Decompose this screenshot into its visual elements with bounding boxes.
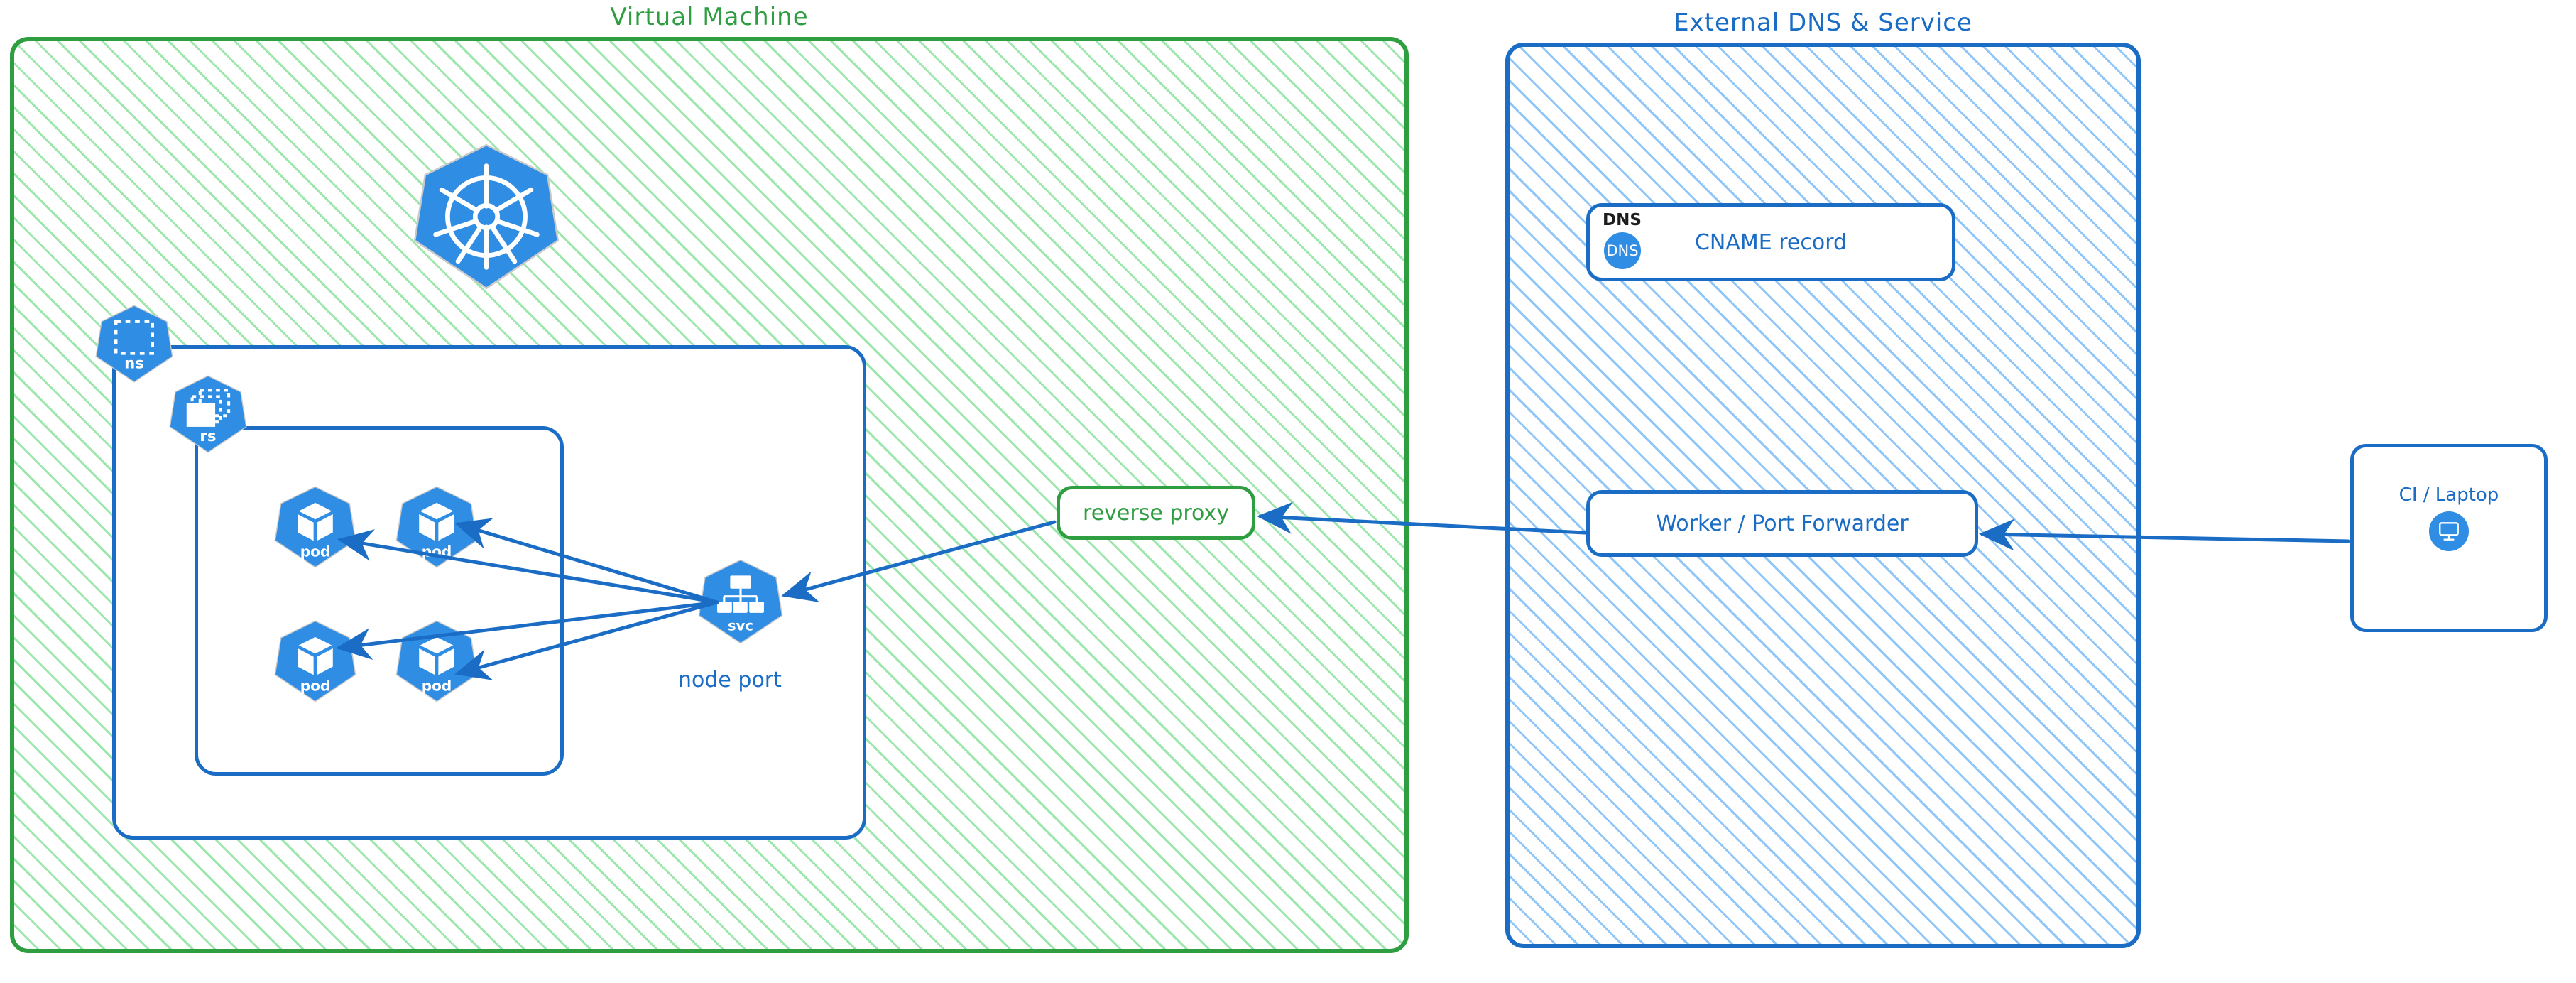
cname-record-label: CNAME record: [1694, 229, 1848, 255]
pod-node-4-label: pod: [422, 677, 452, 694]
worker-port-forwarder-label: Worker / Port Forwarder: [1656, 511, 1909, 536]
group-title-virtual-machine: Virtual Machine: [610, 3, 809, 31]
replicaset-boundary: [195, 426, 564, 776]
dns-card-tag: DNS: [1603, 211, 1642, 229]
dns-badge-icon: DNS: [1604, 232, 1641, 269]
group-title-external-dns-service: External DNS & Service: [1674, 9, 1972, 37]
pod-node-3-label: pod: [300, 677, 330, 694]
pod-node-3: pod: [273, 619, 357, 703]
node-port-caption: node port: [678, 668, 782, 693]
pod-node-1-label: pod: [300, 543, 330, 560]
pod-node-2-label: pod: [422, 543, 452, 560]
desktop-monitor-icon: [2429, 511, 2469, 551]
service-node: svc: [697, 558, 784, 645]
reverse-proxy-label: reverse proxy: [1083, 500, 1229, 526]
pod-node-4: pod: [395, 619, 479, 703]
reverse-proxy-box[interactable]: reverse proxy: [1057, 486, 1255, 540]
namespace-badge: ns: [94, 304, 174, 384]
pod-node-1: pod: [273, 485, 357, 569]
ci-laptop-box[interactable]: CI / Laptop: [2350, 444, 2548, 632]
worker-port-forwarder-box[interactable]: Worker / Port Forwarder: [1586, 490, 1978, 557]
namespace-badge-label: ns: [124, 355, 144, 373]
service-node-label: svc: [728, 617, 753, 634]
ci-laptop-label: CI / Laptop: [2398, 484, 2499, 506]
dns-cname-card[interactable]: DNS DNS CNAME record: [1586, 203, 1955, 281]
replicaset-badge-label: rs: [200, 428, 216, 445]
kubernetes-logo: [412, 142, 561, 291]
pod-node-2: pod: [395, 485, 479, 569]
replicaset-badge: rs: [168, 374, 248, 454]
